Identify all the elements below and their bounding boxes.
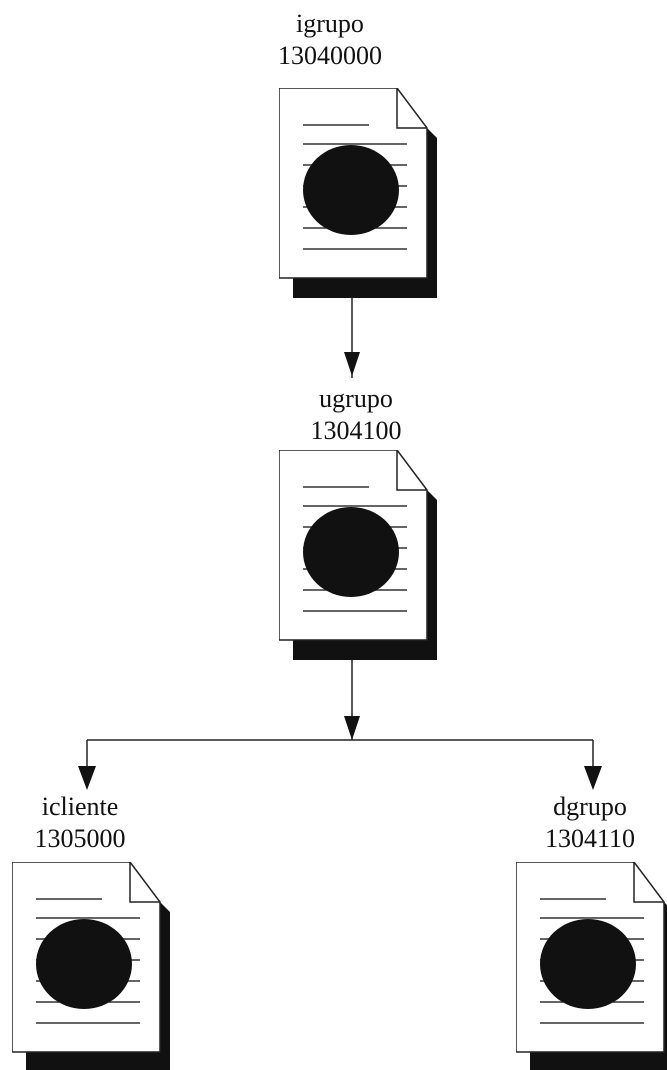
node-name: dgrupo — [553, 792, 627, 821]
node-label-icliente: icliente 1305000 — [0, 791, 170, 855]
report-document-icon-igrupo — [279, 88, 438, 298]
node-code: 13040000 — [278, 41, 382, 70]
report-document-icon-ugrupo — [279, 450, 438, 660]
arrowhead-to-ugrupo — [344, 352, 360, 376]
node-label-ugrupo: ugrupo 1304100 — [256, 383, 456, 447]
node-name: igrupo — [296, 9, 364, 38]
node-code: 1305000 — [34, 824, 126, 853]
node-label-dgrupo: dgrupo 1304110 — [505, 791, 667, 855]
arrowhead-to-dgrupo — [584, 766, 602, 790]
report-document-icon-icliente — [12, 862, 171, 1070]
node-name: icliente — [41, 792, 119, 821]
arrowheads — [78, 352, 602, 790]
node-code: 1304100 — [310, 416, 402, 445]
report-document-icon-dgrupo — [516, 862, 667, 1070]
node-label-igrupo: igrupo 13040000 — [230, 8, 430, 72]
node-name: ugrupo — [319, 384, 393, 413]
arrowhead-split — [344, 716, 360, 740]
arrowhead-to-icliente — [78, 766, 96, 790]
node-code: 1304110 — [544, 824, 636, 853]
